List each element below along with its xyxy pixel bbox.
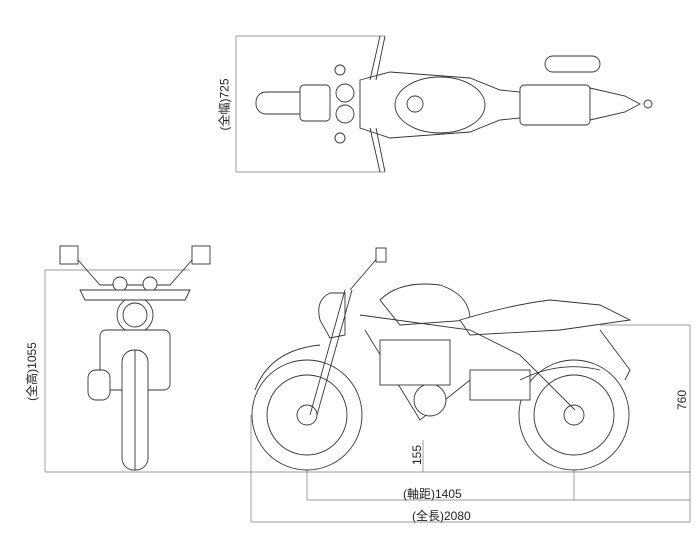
top-view	[255, 35, 653, 173]
overall-width-label: (全幅)725	[217, 78, 232, 131]
overall-length-label: (全長)2080	[412, 509, 471, 523]
ground-clearance-label: 155	[410, 444, 425, 466]
side-view	[251, 247, 632, 471]
overall-height-label: (全高)1055	[24, 342, 39, 401]
front-view	[59, 245, 211, 471]
seat-height-label: 760	[675, 389, 690, 411]
wheelbase-label: (軸距)1405	[403, 487, 462, 501]
